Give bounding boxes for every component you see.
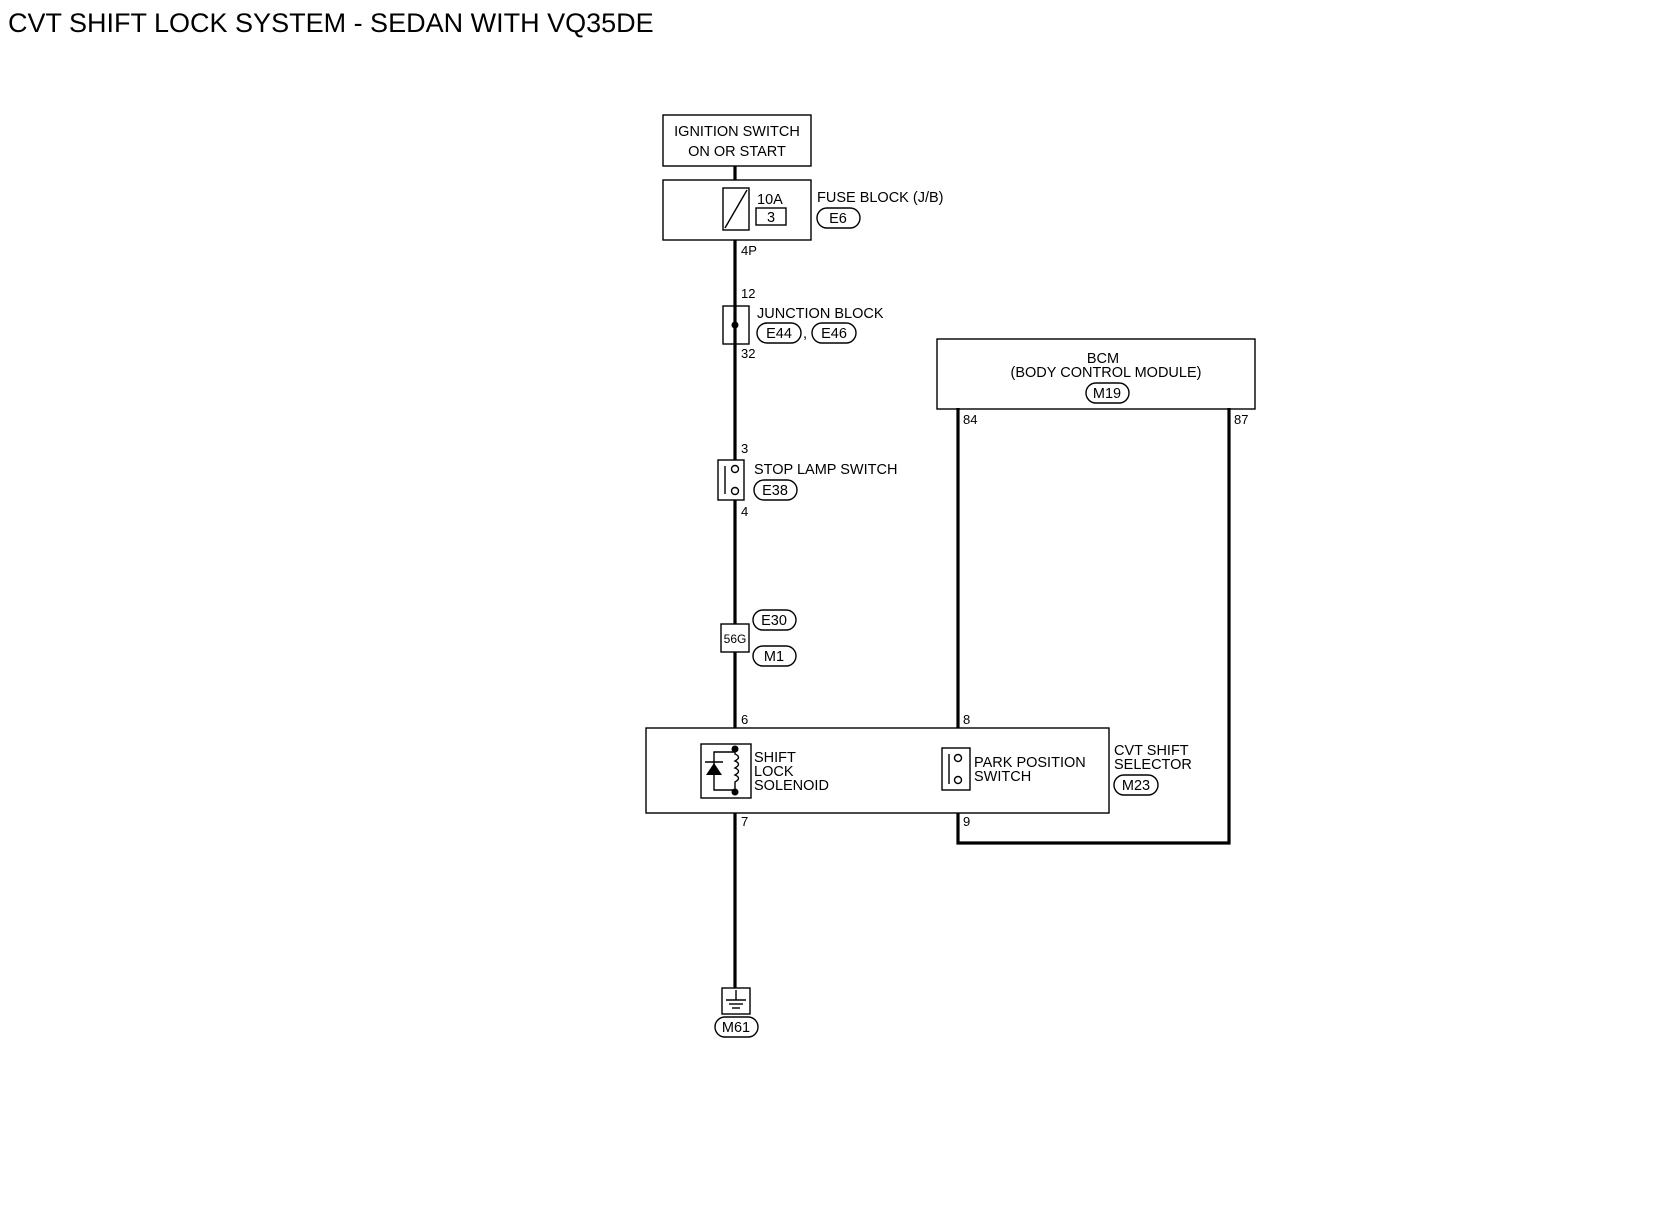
- inline-connector: E30 56G M1: [720, 609, 797, 667]
- junction-connector-b-badge: [811, 322, 857, 344]
- solenoid-label-line1: SHIFT: [754, 750, 796, 766]
- stop-lamp-contact-upper: [730, 464, 740, 474]
- cvt-selector-label-line2: SELECTOR: [1114, 757, 1192, 773]
- park-switch-label-line2: SWITCH: [974, 769, 1031, 785]
- solenoid-label-line2: LOCK: [754, 764, 794, 780]
- fuse-block-label: FUSE BLOCK (J/B): [817, 190, 944, 206]
- fuse-number: 3: [767, 210, 775, 226]
- bcm: BCM (BODY CONTROL MODULE) M19 84 87: [936, 338, 1256, 427]
- bcm-terminal-84: 84: [963, 412, 977, 427]
- ignition-switch: IGNITION SWITCH ON OR START: [662, 114, 812, 167]
- fuse-block-connector: E6: [829, 211, 847, 227]
- diode-icon: [706, 763, 722, 775]
- fuse-block: 10A 3 FUSE BLOCK (J/B) E6 4P: [662, 179, 944, 258]
- bcm-connector: M19: [1093, 386, 1121, 402]
- stop-lamp-connector: E38: [762, 483, 788, 499]
- stop-lamp-terminal-in: 3: [741, 441, 748, 456]
- inline-connector-lower-badge: [752, 645, 797, 667]
- page-title: CVT SHIFT LOCK SYSTEM - SEDAN WITH VQ35D…: [8, 8, 654, 38]
- park-switch-terminal-out: 9: [963, 814, 970, 829]
- park-switch-contact-upper: [953, 753, 963, 763]
- park-switch-terminal-in: 8: [963, 712, 970, 727]
- cvt-shift-selector-box: [645, 727, 1110, 814]
- solenoid-coil-icon: [733, 749, 740, 792]
- cvt-selector-connector: M23: [1122, 778, 1150, 794]
- stop-lamp-terminal-out: 4: [741, 504, 748, 519]
- junction-terminal-out: 32: [741, 346, 755, 361]
- ground: M61: [714, 987, 759, 1038]
- park-switch-contact-lower: [953, 775, 963, 785]
- bcm-terminal-87: 87: [1234, 412, 1248, 427]
- solenoid-terminal-in: 6: [741, 712, 748, 727]
- junction-terminal-in: 12: [741, 286, 755, 301]
- park-switch-label-line1: PARK POSITION: [974, 755, 1086, 771]
- solenoid-terminal-out: 7: [741, 814, 748, 829]
- ignition-switch-box: [662, 114, 812, 167]
- junction-connector-a-badge: [756, 322, 802, 344]
- cvt-selector-connector-badge: [1113, 774, 1159, 796]
- ground-connector: M61: [722, 1020, 750, 1036]
- ground-connector-badge: [714, 1016, 759, 1038]
- bcm-box: [936, 338, 1256, 410]
- bcm-label-line1: BCM: [1087, 351, 1119, 367]
- bcm-connector-badge: [1085, 382, 1130, 404]
- cvt-selector-label-line1: CVT SHIFT: [1114, 743, 1189, 759]
- inline-connector-upper-badge: [752, 609, 797, 631]
- fuse-block-box: [662, 179, 812, 241]
- stop-lamp-connector-badge: [753, 479, 798, 501]
- junction-block: 12 JUNCTION BLOCK E44 , E46 32: [722, 286, 884, 361]
- ignition-switch-label-line2: ON OR START: [688, 144, 786, 160]
- main-wires: [733, 166, 1231, 988]
- fuse-element-icon: [724, 189, 748, 229]
- fuse-terminal: 4P: [741, 243, 757, 258]
- stop-lamp-switch: 3 STOP LAMP SWITCH E38 4: [717, 441, 897, 519]
- fuse-rating: 10A: [757, 192, 783, 208]
- junction-separator: ,: [803, 326, 807, 342]
- park-position-switch-box: [941, 747, 971, 791]
- inline-connector-lower: M1: [764, 649, 784, 665]
- stop-lamp-switch-box: [717, 459, 745, 501]
- cvt-shift-selector: 6 SHIFT LOCK SOLENOID 7 8 PARK POSITION …: [645, 712, 1192, 829]
- stop-lamp-switch-label: STOP LAMP SWITCH: [754, 462, 897, 478]
- ignition-switch-label-line1: IGNITION SWITCH: [674, 124, 800, 140]
- solenoid-label-line3: SOLENOID: [754, 778, 829, 794]
- wire-park-switch-to-bcm-87: [956, 408, 1231, 845]
- stop-lamp-contact-lower: [730, 486, 740, 496]
- inline-connector-box: [720, 623, 750, 653]
- fuse-block-connector-badge: [816, 207, 861, 229]
- junction-splice-icon: [731, 321, 739, 329]
- bcm-label-line2: (BODY CONTROL MODULE): [1011, 365, 1202, 381]
- junction-connector-b: E46: [821, 326, 847, 342]
- junction-connector-a: E44: [766, 326, 792, 342]
- fuse-number-box: [755, 207, 787, 226]
- junction-block-label: JUNCTION BLOCK: [757, 306, 884, 322]
- inline-connector-upper: E30: [761, 613, 787, 629]
- inline-connector-terminal: 56G: [724, 632, 747, 646]
